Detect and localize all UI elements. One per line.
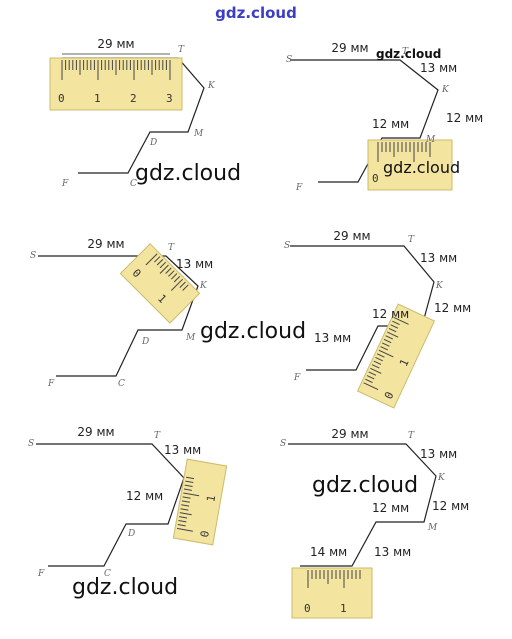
segment-MD-length: 12 мм: [372, 117, 409, 131]
ruler-number-0: 0: [58, 92, 65, 105]
point-T: T: [402, 47, 409, 57]
point-S: S: [280, 439, 286, 449]
segment-CF-length: 14 мм: [310, 545, 347, 559]
point-T: T: [168, 243, 175, 253]
header-watermark: gdz.cloud: [215, 4, 297, 22]
point-S: S: [28, 439, 34, 449]
ruler-number-0: 0: [304, 602, 311, 615]
point-M: M: [425, 135, 436, 145]
broken-line: [288, 443, 437, 567]
ruler: 0 1: [291, 567, 373, 619]
segment-MD-length: 12 мм: [372, 501, 409, 515]
panel-6: 0 1 29 мм 13 мм 12 мм 12 мм 13 мм 14 мм …: [280, 427, 469, 619]
ruler-number-1: 1: [204, 494, 218, 503]
panel-5: 0 1 29 мм 13 мм 12 мм S T D C F gdz.clou…: [28, 425, 228, 600]
watermark-small: gdz.cloud: [376, 47, 441, 61]
segment-KM-length: 12 мм: [446, 111, 483, 125]
segment-ST-length: 29 мм: [331, 427, 368, 441]
point-S: S: [30, 251, 36, 261]
point-F: F: [293, 373, 301, 383]
point-F: F: [47, 379, 55, 389]
point-M: M: [427, 523, 438, 533]
watermark: gdz.cloud: [312, 473, 418, 498]
segment-KM-length: 12 мм: [434, 301, 471, 315]
ruler: 0 1: [172, 458, 228, 546]
segment-ST-length: 29 мм: [331, 41, 368, 55]
panel-4: 0 1 29 мм 13 мм 12 мм 12 мм 13 мм S T K …: [284, 229, 471, 409]
point-T: T: [154, 431, 161, 441]
point-K: K: [207, 81, 216, 91]
segment-KM-length: 12 мм: [432, 499, 469, 513]
ruler: 0 1: [356, 303, 436, 409]
point-D: D: [149, 138, 157, 148]
ruler-number-1: 1: [94, 92, 101, 105]
segment-TK-length: 13 мм: [420, 61, 457, 75]
point-F: F: [61, 179, 69, 189]
point-M: M: [193, 129, 204, 139]
point-K: K: [435, 281, 444, 291]
point-K: K: [441, 85, 450, 95]
point-T: T: [408, 431, 415, 441]
point-S: S: [286, 55, 292, 65]
point-T: T: [178, 45, 185, 55]
segment-DC-length: 13 мм: [314, 331, 351, 345]
ruler-number-1: 1: [397, 357, 412, 368]
point-F: F: [37, 569, 45, 579]
segment-KM-length: 12 мм: [126, 489, 163, 503]
point-C: C: [118, 379, 125, 389]
point-D: D: [141, 337, 149, 347]
panel-3: 0 1 29 мм 13 мм S T K M D C F gdz.cloud: [30, 237, 306, 389]
point-C: C: [104, 569, 111, 579]
segment-TK-length: 13 мм: [176, 257, 213, 271]
ruler-number-3: 3: [166, 92, 173, 105]
segment-TK-length: 13 мм: [164, 443, 201, 457]
watermark: gdz.cloud: [72, 575, 178, 600]
ruler-ticks: [61, 60, 171, 80]
ruler-number-0: 0: [382, 390, 397, 401]
broken-line: [38, 255, 199, 377]
segment-ST-length: 29 мм: [333, 229, 370, 243]
point-T: T: [408, 235, 415, 245]
ruler: 0: [367, 139, 453, 191]
point-M: M: [185, 333, 196, 343]
watermark: gdz.cloud: [383, 158, 460, 177]
segment-DC-length: 13 мм: [374, 545, 411, 559]
point-D: D: [127, 529, 135, 539]
segment-ST-length: 29 мм: [77, 425, 114, 439]
segment-MD-length: 12 мм: [372, 307, 409, 321]
segment-ST-length: 29 мм: [87, 237, 124, 251]
point-F: F: [295, 183, 303, 193]
watermark: gdz.cloud: [200, 319, 306, 344]
point-K: K: [437, 473, 446, 483]
ruler-number-1: 1: [340, 602, 347, 615]
ruler: 0 1: [119, 243, 201, 324]
watermark: gdz.cloud: [135, 161, 241, 186]
ruler-number-0: 0: [372, 172, 379, 185]
ruler: 0 1 2 3: [49, 57, 183, 111]
ruler-number-0: 0: [198, 530, 212, 539]
broken-line: [290, 59, 439, 183]
segment-TK-length: 13 мм: [420, 447, 457, 461]
panel-1: 0 1 2 3 29 мм T K M D C F gdz.cloud: [49, 37, 241, 189]
segment-TK-length: 13 мм: [420, 251, 457, 265]
panel-2: 0 29 мм gdz.cloud 13 мм 12 мм 12 мм S T …: [286, 41, 483, 193]
ruler-number-2: 2: [130, 92, 137, 105]
segment-ST-length: 29 мм: [97, 37, 134, 51]
point-C: C: [130, 179, 137, 189]
point-S: S: [284, 241, 290, 251]
point-K: K: [199, 281, 208, 291]
broken-line: [36, 443, 185, 567]
